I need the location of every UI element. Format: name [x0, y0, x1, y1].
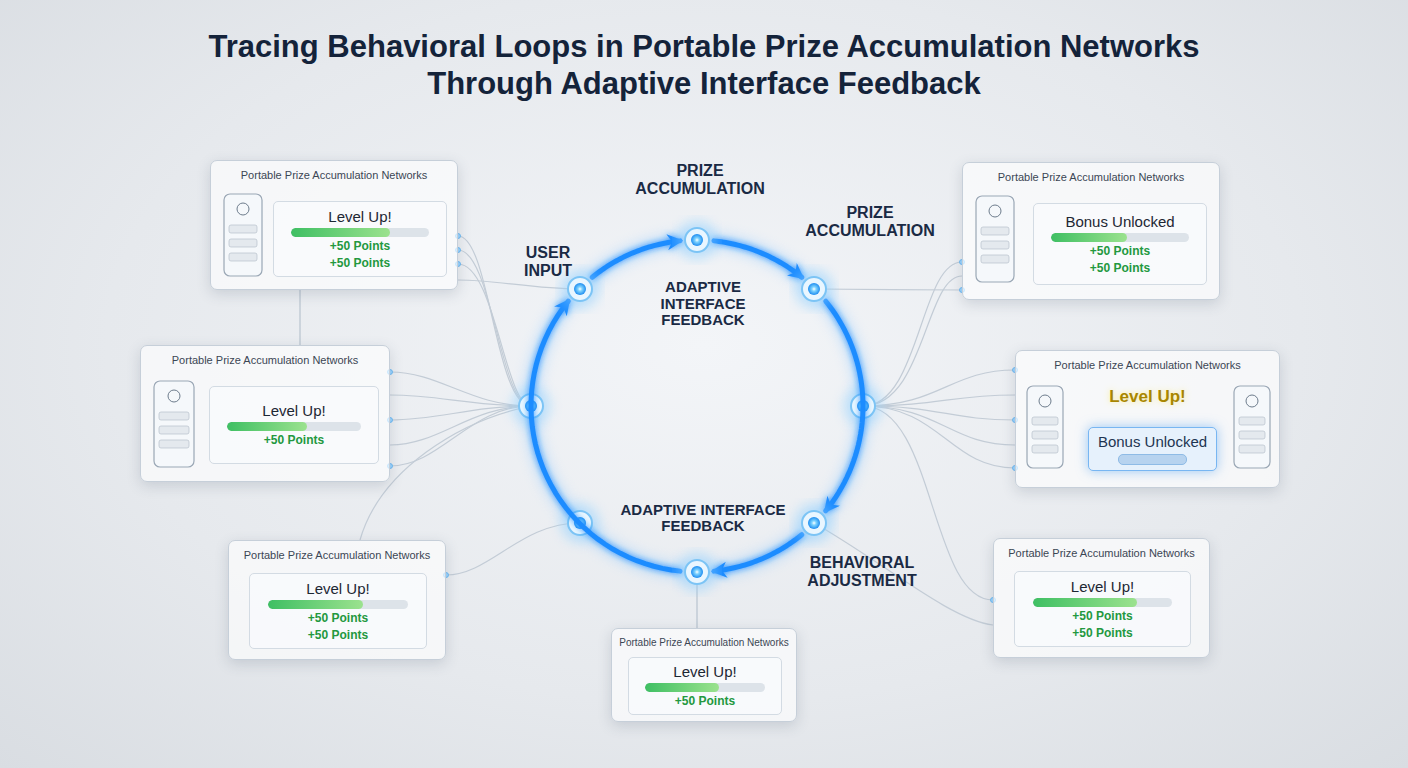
- progress-bar: [291, 228, 428, 237]
- phone-mockup: [223, 193, 263, 277]
- points-text: +50 Points: [1072, 610, 1132, 624]
- app-screen-panel: Level Up! +50 Points Portable Prize Accumu…: [611, 628, 797, 722]
- points-text: +50 Points: [1090, 262, 1150, 276]
- loop-arrow: [826, 301, 863, 511]
- loop-arrow: [531, 301, 680, 571]
- loop-stage-node: BEHAVIORAL ADJUSTMENT: [801, 510, 827, 536]
- points-text: +50 Points: [330, 257, 390, 271]
- loop-stage-node: ADAPTIVE INTERFACE FEEDBACK: [684, 559, 710, 585]
- phone-mockup: [1026, 385, 1064, 469]
- link-line: [299, 290, 300, 345]
- card-title: Bonus Unlocked: [1098, 433, 1207, 450]
- ring-glow: [531, 240, 863, 572]
- reward-card: Level Up! +50 Points +50 Points: [249, 573, 427, 649]
- loop-arrow: [592, 241, 680, 277]
- progress-bar: [227, 422, 361, 431]
- level-up-banner: Level Up!: [1016, 387, 1279, 407]
- app-screen-panel: Level Up! +50 Points +50 Points Portable Pr…: [993, 538, 1210, 658]
- app-screen-panel: Level Up! +50 Points Portable Prize Accumu…: [140, 345, 390, 482]
- connection-wires: [360, 236, 1015, 625]
- reward-card: Level Up! +50 Points +50 Points: [273, 201, 447, 277]
- progress-bar: [268, 600, 409, 609]
- glow-dot: [789, 264, 839, 314]
- points-text: +50 Points: [1090, 245, 1150, 259]
- app-screen-panel: Bonus Unlocked +50 Points +50 Points Portab…: [962, 162, 1220, 300]
- panel-heading: Portable Prize Accumulation Networks: [1016, 359, 1279, 371]
- panel-heading: Portable Prize Accumulation Networks: [612, 637, 796, 648]
- card-title: Level Up!: [673, 663, 736, 680]
- reward-card: Level Up! +50 Points +50 Points: [1014, 571, 1191, 647]
- points-text: +50 Points: [330, 240, 390, 254]
- card-title: Level Up!: [262, 402, 325, 419]
- loop-arrow: [714, 241, 802, 277]
- phone-mockup: [1233, 385, 1271, 469]
- glow-dot: [672, 215, 722, 265]
- points-text: +50 Points: [264, 434, 324, 448]
- loop-stage-node: PRIZE ACCUMULATION: [684, 227, 710, 253]
- panel-heading: Portable Prize Accumulation Networks: [963, 171, 1219, 183]
- diagram-title: Tracing Behavioral Loops in Portable Pri…: [154, 28, 1254, 102]
- phone-mockup: [975, 195, 1015, 283]
- card-title: Level Up!: [306, 580, 369, 597]
- panel-heading: Portable Prize Accumulation Networks: [141, 354, 389, 366]
- phone-mockup: [153, 380, 195, 468]
- reward-card: Level Up! +50 Points: [209, 386, 379, 464]
- progress-bar: [645, 683, 765, 692]
- reward-card: Level Up! +50 Points: [628, 657, 782, 715]
- card-title: Level Up!: [328, 208, 391, 225]
- panel-heading: Portable Prize Accumulation Networks: [229, 549, 445, 561]
- reward-card: Bonus Unlocked +50 Points +50 Points: [1033, 203, 1207, 285]
- card-title: Bonus Unlocked: [1065, 213, 1174, 230]
- stage-label: USER INPUT: [513, 244, 583, 279]
- stage-label: ADAPTIVE INTERFACE FEEDBACK: [596, 502, 811, 535]
- panel-heading: Portable Prize Accumulation Networks: [994, 547, 1209, 559]
- points-text: +50 Points: [1072, 627, 1132, 641]
- progress-bar: [1033, 598, 1173, 607]
- ring-junction-dots: [511, 386, 883, 543]
- loop-arrow: [714, 535, 802, 571]
- stage-label: ADAPTIVE INTERFACE FEEDBACK: [647, 279, 759, 329]
- app-screen-panel: Level Up! +50 Points +50 Points Portable Pr…: [210, 160, 458, 290]
- progress-bar: [1051, 233, 1188, 242]
- loop-stage-node: USER INPUT: [567, 276, 593, 302]
- claim-button: [1118, 454, 1187, 465]
- points-text: +50 Points: [308, 629, 368, 643]
- app-screen-panel: Bonus Unlocked Portable Prize Accumulatio…: [1015, 350, 1280, 488]
- card-title: Level Up!: [1071, 578, 1134, 595]
- stage-label: BEHAVIORAL ADJUSTMENT: [790, 554, 935, 589]
- points-text: +50 Points: [675, 695, 735, 709]
- stage-label: PRIZE ACCUMULATION: [798, 204, 943, 239]
- stage-label: PRIZE ACCUMULATION: [625, 162, 775, 197]
- glow-dot: [672, 547, 722, 597]
- app-screen-panel: Level Up! +50 Points +50 Points Portable Pr…: [228, 540, 446, 660]
- points-text: +50 Points: [308, 612, 368, 626]
- panel-heading: Portable Prize Accumulation Networks: [211, 169, 457, 181]
- glow-dot: [789, 498, 839, 548]
- wire-endpoints: [388, 234, 1018, 603]
- reward-card: Bonus Unlocked: [1088, 427, 1217, 471]
- loop-stage-node: PRIZE ACCUMULATION: [801, 276, 827, 302]
